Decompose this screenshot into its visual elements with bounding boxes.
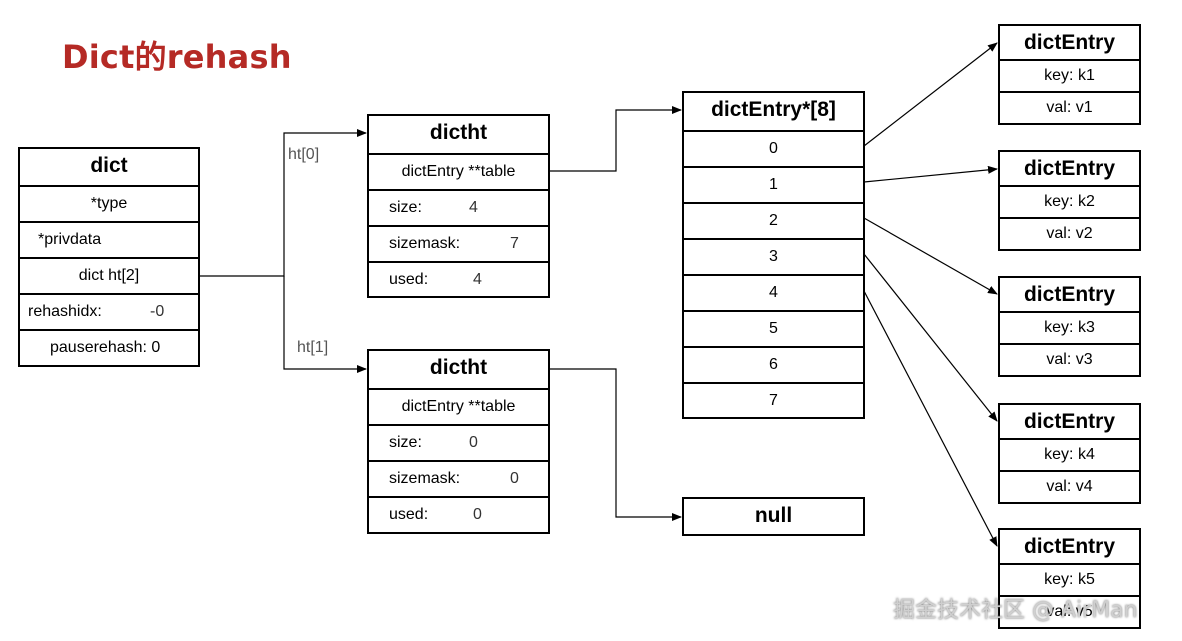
bucket0-to-entry1 [863,42,998,147]
ht0-table-to-buckets [549,106,682,172]
dict-privdata-field: *privdata [20,221,198,257]
dictht-1: dictht dictEntry **table size: 0 sizemas… [367,349,550,534]
dict-entry-1: dictEntry key: k1 val: v1 [998,24,1141,125]
dict-entry-val: val: v1 [1000,91,1139,123]
used-value: 4 [473,271,482,288]
dict-entry-2: dictEntry key: k2 val: v2 [998,150,1141,251]
dict-entry-5: dictEntry key: k5 val: v5 [998,528,1141,629]
sizemask-label: sizemask: [389,235,461,252]
rehashidx-value: -0 [150,303,165,320]
size-value: 0 [469,434,478,451]
ht0-label: ht[0] [288,146,320,163]
dictht-0-size-field: size: 4 [369,189,548,225]
null-box: null [682,497,865,536]
bucket2-to-entry3 [863,217,998,295]
dict-to-ht-trunk [199,129,367,277]
dict-entry-val: val: v5 [1000,595,1139,627]
dict-entry-4: dictEntry key: k4 val: v4 [998,403,1141,504]
bucket-slot: 7 [684,382,863,417]
dictht-0: dictht dictEntry **table size: 4 sizemas… [367,114,550,298]
dict-pauserehash-field: pauserehash: 0 [20,329,198,365]
dictht-1-table-field: dictEntry **table [369,388,548,424]
bucket-slot: 4 [684,274,863,310]
dictht-0-header: dictht [429,121,488,144]
dict-entry-key: key: k3 [1000,311,1139,343]
rehashidx-label: rehashidx: [28,303,102,320]
bucket-slot: 1 [684,166,863,202]
dict-entry-val: val: v2 [1000,217,1139,249]
bucket1-to-entry2 [863,165,998,183]
size-label: size: [389,434,422,451]
size-label: size: [389,199,422,216]
dict-entry-val: val: v3 [1000,343,1139,375]
bucket-slot: 2 [684,202,863,238]
dictht-1-size-field: size: 0 [369,424,548,460]
dictht-1-sizemask-field: sizemask: 0 [369,460,548,496]
dict-entry-val: val: v4 [1000,470,1139,502]
dictht-0-used-field: used: 4 [369,261,548,297]
dictht-1-header: dictht [429,356,488,379]
ht1-label: ht[1] [297,339,329,356]
dict-to-ht1-branch [283,276,367,373]
dict-struct: dict *type *privdata dict ht[2] rehashid… [18,147,200,367]
dict-entry-header: dictEntry [1023,157,1115,180]
watermark: 掘金技术社区 @ AirMan [893,598,1138,623]
dict-entry-key: key: k5 [1000,563,1139,595]
page-title: Dict的rehash [62,38,292,76]
dict-entry-key: key: k2 [1000,185,1139,217]
dict-ht-field: dict ht[2] [20,257,198,293]
dict-type-field: *type [20,185,198,221]
bucket4-to-entry5 [863,290,998,547]
dict-entry-header: dictEntry [1023,410,1115,433]
dictht-0-sizemask-field: sizemask: 7 [369,225,548,261]
dictht-0-table-field: dictEntry **table [369,153,548,189]
bucket-slot: 0 [684,130,863,166]
dict-rehashidx-field: rehashidx: -0 [20,293,198,329]
dict-entry-key: key: k4 [1000,438,1139,470]
dict-entry-header: dictEntry [1023,535,1115,558]
bucket-array: dictEntry*[8] 0 1 2 3 4 5 6 7 [682,91,865,419]
used-value: 0 [473,506,482,523]
bucket-slot: 5 [684,310,863,346]
bucket3-to-entry4 [863,253,998,422]
sizemask-label: sizemask: [389,470,461,487]
sizemask-value: 0 [510,470,519,487]
dict-header: dict [90,154,128,177]
dict-entry-3: dictEntry key: k3 val: v3 [998,276,1141,377]
bucket-array-header: dictEntry*[8] [711,98,836,121]
dict-entry-header: dictEntry [1023,283,1115,306]
used-label: used: [389,271,429,288]
bucket-slot: 6 [684,346,863,382]
used-label: used: [389,506,429,523]
size-value: 4 [469,199,478,216]
dictht-1-used-field: used: 0 [369,496,548,533]
dict-entry-header: dictEntry [1023,31,1115,54]
ht1-table-to-null [549,368,682,521]
dict-entry-key: key: k1 [1000,59,1139,91]
bucket-slot: 3 [684,238,863,274]
sizemask-value: 7 [510,235,519,252]
